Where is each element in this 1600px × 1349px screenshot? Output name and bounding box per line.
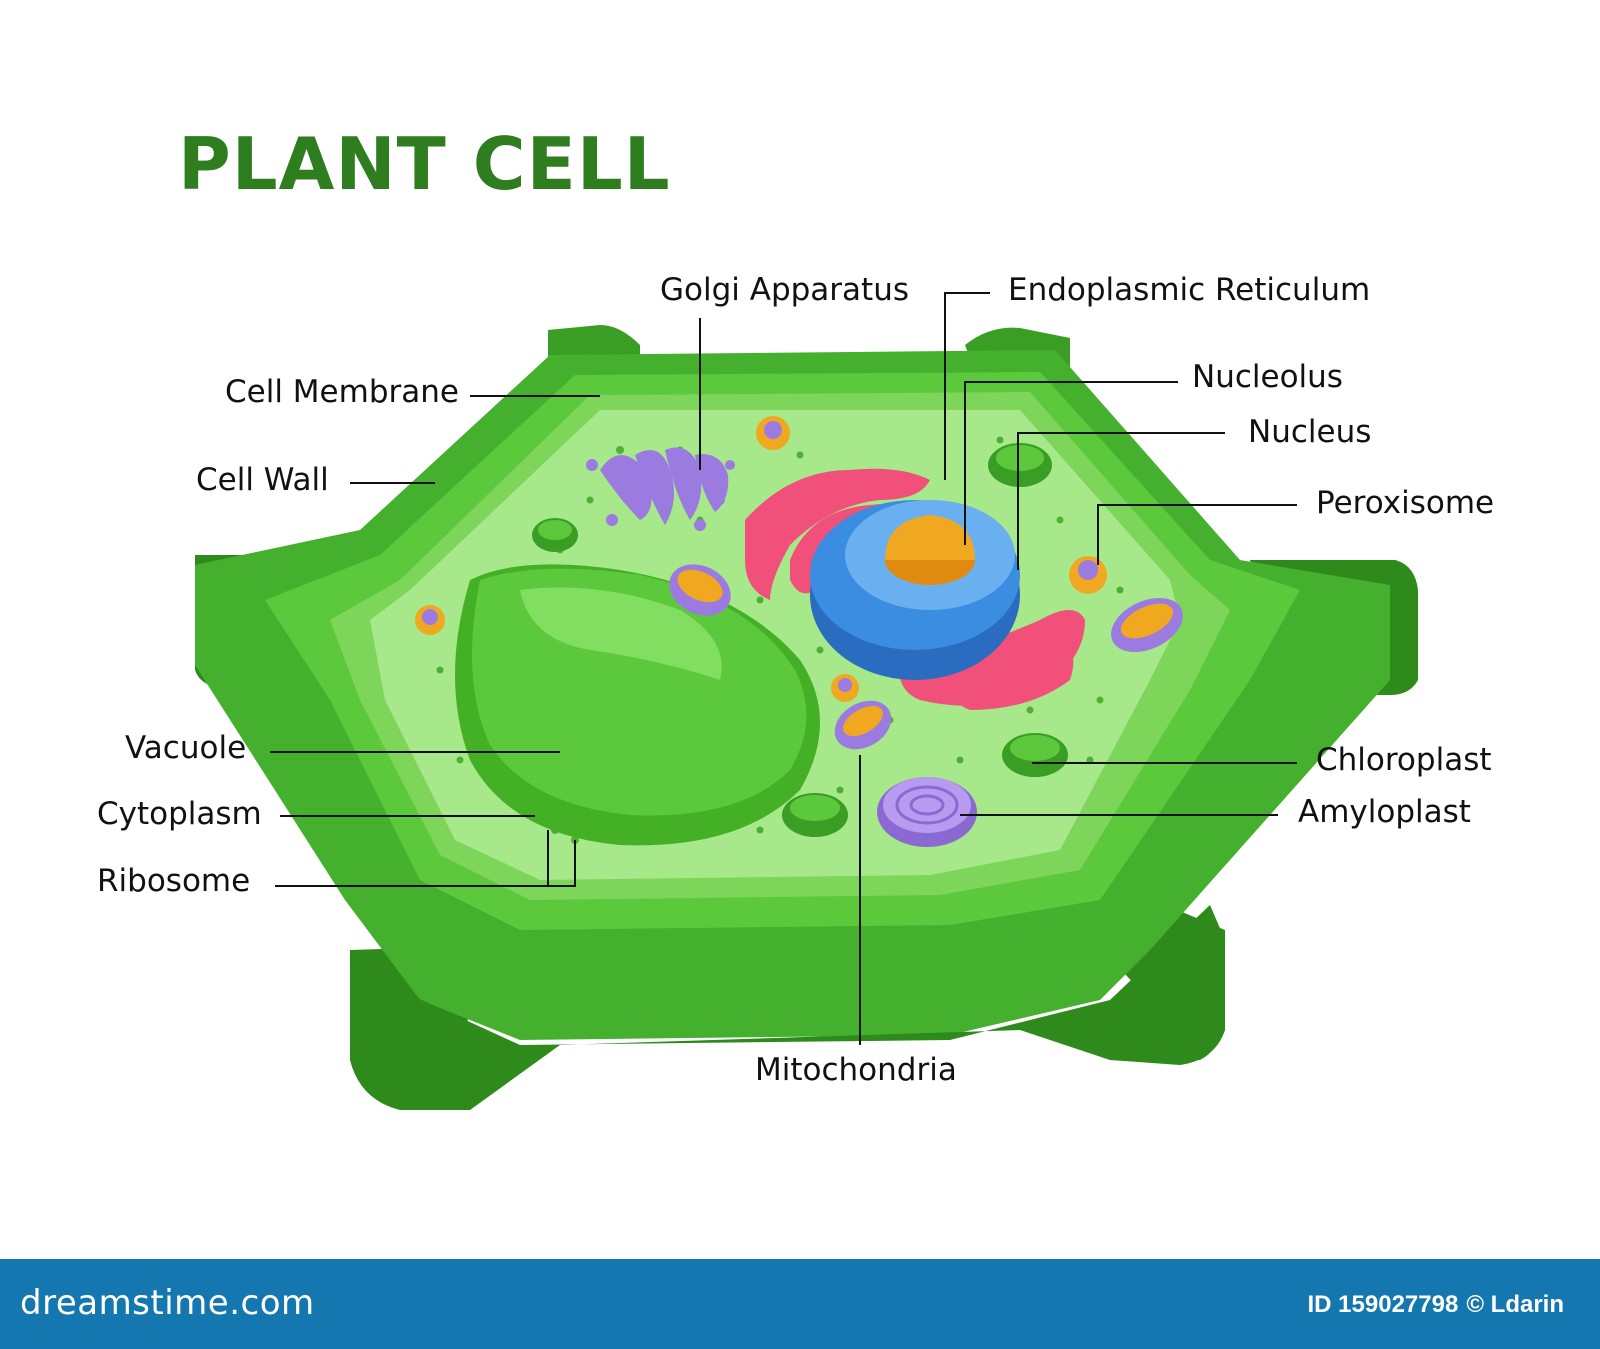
label-cell-wall: Cell Wall: [196, 462, 329, 498]
nucleolus: [885, 515, 975, 585]
peroxisomes: [415, 416, 1107, 702]
label-nucleolus: Nucleolus: [1192, 359, 1343, 395]
label-nucleus: Nucleus: [1248, 414, 1372, 450]
label-amyloplast: Amyloplast: [1298, 794, 1471, 830]
label-ribosome: Ribosome: [97, 863, 251, 899]
golgi-apparatus: [586, 447, 735, 531]
amyloplast: [877, 777, 977, 847]
label-endoplasmic-reticulum: Endoplasmic Reticulum: [1008, 272, 1371, 308]
vacuole: [455, 564, 820, 846]
label-chloroplast: Chloroplast: [1316, 742, 1492, 778]
mitochondria: [669, 564, 1183, 750]
label-mitochondria: Mitochondria: [755, 1052, 957, 1088]
leader-lines: [270, 292, 1297, 1045]
footer-credit: ID 159027798 © Ldarin: [1308, 1291, 1572, 1319]
ribosome-dots: [436, 436, 1124, 844]
footer-bar: dreamstime.com ID 159027798 © Ldarin: [0, 1259, 1600, 1349]
image-id: ID 159027798: [1307, 1291, 1459, 1318]
label-vacuole: Vacuole: [125, 730, 247, 766]
label-cell-membrane: Cell Membrane: [225, 374, 459, 410]
author-credit: © Ldarin: [1466, 1291, 1564, 1318]
chloroplasts: [532, 443, 1068, 837]
label-golgi-apparatus: Golgi Apparatus: [660, 272, 909, 308]
label-peroxisome: Peroxisome: [1316, 485, 1495, 521]
page-title: PLANT CELL: [178, 122, 671, 206]
footer-brand[interactable]: dreamstime.com: [20, 1283, 315, 1323]
label-cytoplasm: Cytoplasm: [97, 796, 262, 832]
